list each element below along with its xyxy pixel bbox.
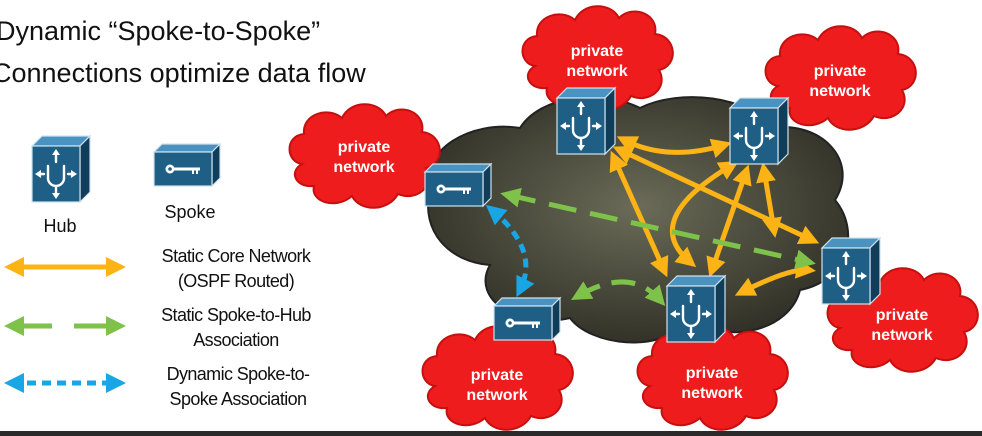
private-network-cloud-bottom: private network [636,325,789,431]
svg-text:network: network [871,327,932,344]
legend-dynamic-line-2: Spoke Association [170,389,307,409]
spoke2-to-hub3 [571,279,666,306]
legend-static-spoke-hub-line-2: Association [193,330,278,350]
legend-static-core-line-1: Static Core Network [162,246,312,266]
svg-text:private: private [571,43,624,60]
headline-line-1: Dynamic “Spoke-to-Spoke” [0,16,320,46]
svg-text:private: private [471,367,524,384]
headline-line-2: Connections optimize data flow [0,58,366,88]
legend-static-core-line-2: (OSPF Routed) [178,271,294,291]
spoke-router-left [424,163,492,207]
legend-hub-icon [30,134,92,204]
core-link-hub3-hub4 [734,258,816,296]
svg-text:network: network [466,387,527,404]
svg-text:private: private [686,365,739,382]
dynamic-spoke-links [485,204,535,298]
private-network-cloud-right: private network [826,267,979,373]
private-network-cloud-left: private network [288,103,441,209]
legend: Hub Spoke Static Core Network (OSPF Rout… [4,134,313,409]
svg-text:network: network [681,385,742,402]
legend-hub-label: Hub [43,216,76,236]
spoke1-to-hub4 [500,187,816,270]
legend-static-spoke-hub-line-1: Static Spoke-to-Hub [161,305,311,325]
svg-text:private: private [876,307,929,324]
private-network-cloud-top-right: private network [764,25,917,131]
hub-router-top [555,86,617,156]
svg-text:network: network [809,83,870,100]
spoke-router-bottom-left [493,297,561,341]
private-network-cloud-top: private network [521,5,674,111]
legend-spoke-label: Spoke [164,202,215,222]
static-spoke-hub-links [500,187,816,306]
spoke1-to-spoke2 [485,204,535,298]
svg-text:network: network [566,63,627,80]
legend-dynamic-line-1: Dynamic Spoke-to- [167,364,310,384]
svg-text:network: network [333,159,394,176]
hub-router-bottom [665,274,727,344]
bottom-divider [0,431,982,436]
hub-router-top-right [728,96,790,166]
private-network-cloud-bottom-left: private network [421,325,574,431]
svg-text:private: private [338,139,391,156]
hub-router-right [820,236,882,306]
svg-text:private: private [814,63,867,80]
legend-spoke-icon [153,143,221,187]
